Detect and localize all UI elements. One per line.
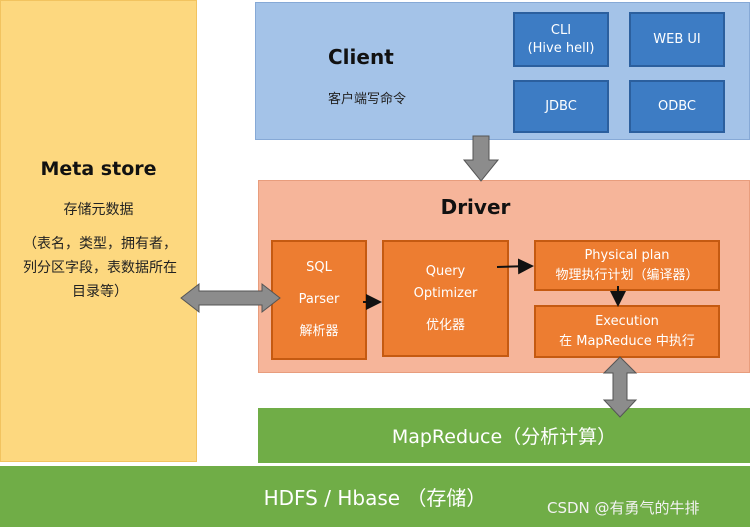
- driver-mapreduce-arrow: [602, 356, 638, 418]
- metastore-driver-arrow: [180, 282, 281, 314]
- webui-label: WEB UI: [653, 31, 701, 47]
- physical-plan-line1: Physical plan: [584, 247, 670, 263]
- optimizer-to-physical-arrow: [496, 258, 534, 275]
- sql-parser-line3: 解析器: [299, 324, 339, 339]
- metastore-title: Meta store: [40, 158, 157, 180]
- client-title: Client: [328, 45, 394, 69]
- client-to-driver-arrow: [462, 135, 500, 182]
- hdfs-label: HDFS / Hbase （存储）: [263, 486, 487, 510]
- cli-sub-label: (Hive hell): [527, 40, 595, 56]
- jdbc-label: JDBC: [545, 98, 577, 114]
- query-optimizer-box: Query Optimizer 优化器: [382, 240, 509, 357]
- client-subtitle: 客户端写命令: [328, 92, 407, 107]
- execution-line2: 在 MapReduce 中执行: [559, 333, 695, 349]
- optimizer-line3: 优化器: [425, 317, 465, 333]
- execution-line1: Execution: [595, 313, 659, 329]
- physical-plan-line2: 物理执行计划（编译器）: [555, 267, 699, 283]
- odbc-box: ODBC: [629, 80, 725, 133]
- mapreduce-layer: MapReduce（分析计算）: [258, 408, 750, 463]
- metastore-desc-line: （表名，类型，拥有者，: [23, 236, 177, 252]
- cli-label: CLI: [550, 22, 572, 38]
- physical-plan-box: Physical plan 物理执行计划（编译器）: [534, 240, 720, 291]
- webui-box: WEB UI: [629, 12, 725, 67]
- sql-parser-box: SQL Parser 解析器: [271, 240, 367, 360]
- execution-box: Execution 在 MapReduce 中执行: [534, 305, 720, 358]
- cli-box: CLI (Hive hell): [513, 12, 609, 67]
- odbc-label: ODBC: [657, 98, 696, 114]
- metastore-desc-line: 列分区字段，表数据所在: [23, 260, 177, 276]
- driver-title: Driver: [440, 195, 511, 219]
- sql-parser-line2: Parser: [298, 292, 340, 307]
- optimizer-line1: Query: [425, 263, 466, 279]
- metastore-desc-line: 目录等）: [72, 284, 128, 300]
- hdfs-layer: HDFS / Hbase （存储）: [0, 466, 750, 527]
- optimizer-line2: Optimizer: [413, 285, 478, 301]
- jdbc-box: JDBC: [513, 80, 609, 133]
- metastore-description: （表名，类型，拥有者， 列分区字段，表数据所在 目录等）: [10, 232, 190, 304]
- mapreduce-label: MapReduce（分析计算）: [391, 426, 617, 448]
- sql-parser-line1: SQL: [306, 260, 332, 275]
- watermark: CSDN @有勇气的牛排: [547, 499, 700, 517]
- metastore-panel: [0, 0, 197, 462]
- metastore-subtitle: 存储元数据: [63, 202, 134, 218]
